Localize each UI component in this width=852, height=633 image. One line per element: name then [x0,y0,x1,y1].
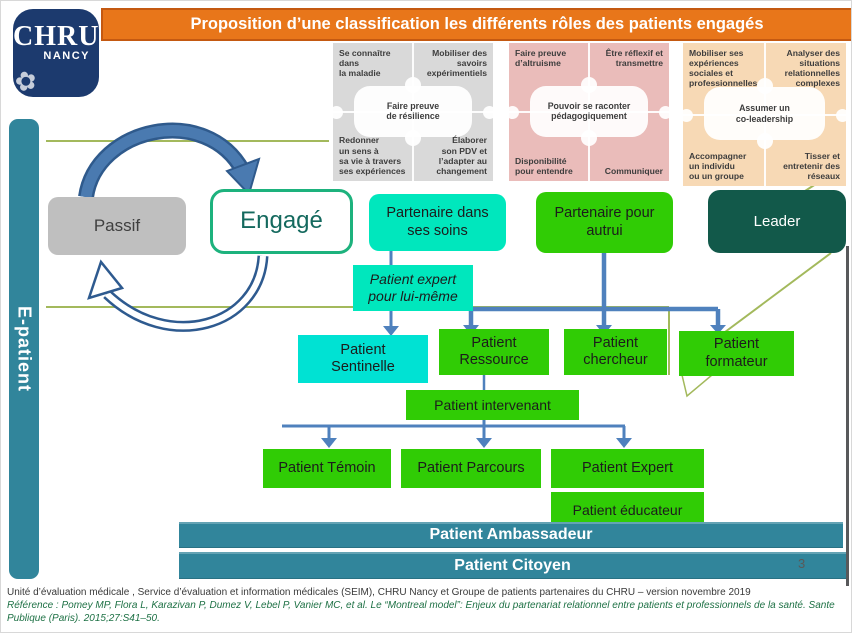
puzzle-autrui-skills: Faire preuve d’altruisme Être réflexif e… [506,43,672,181]
puzzle-skill: Analyser des situations relationnelles c… [784,48,840,89]
page-number: 3 [798,556,806,571]
footer-credits: Unité d’évaluation médicale , Service d’… [7,587,751,598]
puzzle-skill: Mobiliser des savoirs expérimentiels [426,48,487,79]
puzzle-knob [836,108,849,122]
node-patient-chercheur: Patient chercheur [564,329,667,375]
formateur-callout-tail [681,374,715,398]
node-patient-expert-self: Patient expert pour lui-même [353,265,473,311]
puzzle-skill: Se connaître dans la maladie [339,48,391,79]
cycle-arrow-back [87,255,269,332]
node-patient-formateur: Patient formateur [679,331,794,376]
puzzle-center-piece: Pouvoir se raconter pédagogiquement [529,76,649,146]
slide-edge-line [846,246,849,586]
puzzle-knob [659,106,672,119]
node-patient-parcours: Patient Parcours [401,449,541,488]
slide-title: Proposition d’une classification les dif… [101,8,851,41]
puzzle-skill: Assumer un co-leadership [735,103,794,124]
e-patient-label: E-patient [14,305,35,392]
puzzle-center-piece: Faire preuve de résilience [353,76,473,146]
node-patient-sentinelle: Patient Sentinelle [298,335,428,383]
cycle-arrow-forward [78,122,261,199]
puzzle-skill: Faire preuve de résilience [386,100,440,122]
puzzle-knob [330,106,343,119]
node-patient-intervenant: Patient intervenant [406,390,579,420]
flourish-icon: ✿ [13,63,41,97]
puzzle-skill: Tisser et entretenir des réseaux [783,150,840,181]
puzzle-skill: Pouvoir se raconter pédagogiquement [547,100,631,122]
node-passif: Passif [48,197,186,255]
puzzle-knob [483,106,496,119]
logo-text-nancy: NANCY [43,50,90,62]
puzzle-center-piece: Assumer un co-leadership [704,78,825,150]
node-partenaire-autrui: Partenaire pour autrui [536,192,673,253]
node-patient-expert: Patient Expert [551,449,704,488]
node-engage: Engagé [210,189,353,254]
puzzle-knob [506,106,519,119]
node-leader: Leader [708,190,846,253]
puzzle-knob [680,108,693,122]
e-patient-bar: E-patient [9,119,39,579]
puzzle-skill: Faire preuve d’altruisme [515,48,567,69]
puzzle-skill: Accompagner un individu ou un groupe [689,150,747,181]
logo-text-chru: CHRU [13,21,99,52]
puzzle-skill: Redonner un sens à sa vie à travers ses … [339,135,406,176]
puzzle-skill: Élaborer son PDV et l’adapter au changem… [436,135,487,176]
puzzle-leader-skills: Mobiliser ses expériences sociales et pr… [680,43,849,186]
puzzle-skill: Disponibilité pour entendre [515,155,573,176]
puzzle-engage-skills: Se connaître dans la maladie Mobiliser d… [330,43,496,181]
footer-reference: Référence : Pomey MP, Flora L, Karazivan… [7,599,835,624]
puzzle-skill: Communiquer [604,165,663,176]
node-partenaire-soins: Partenaire dans ses soins [369,194,506,251]
puzzle-skill: Être réflexif et transmettre [605,48,663,69]
flow-connectors [282,251,721,439]
footer: Unité d’évaluation médicale , Service d’… [7,587,849,625]
node-patient-temoin: Patient Témoin [263,449,391,488]
banner-patient-ambassadeur: Patient Ambassadeur [179,522,843,548]
node-patient-ressource: Patient Ressource [439,329,549,375]
banner-patient-citoyen: Patient Citoyen [179,552,846,579]
chru-nancy-logo: CHRU NANCY ✿ [13,9,99,97]
puzzle-skill: Mobiliser ses expériences sociales et pr… [689,48,758,89]
